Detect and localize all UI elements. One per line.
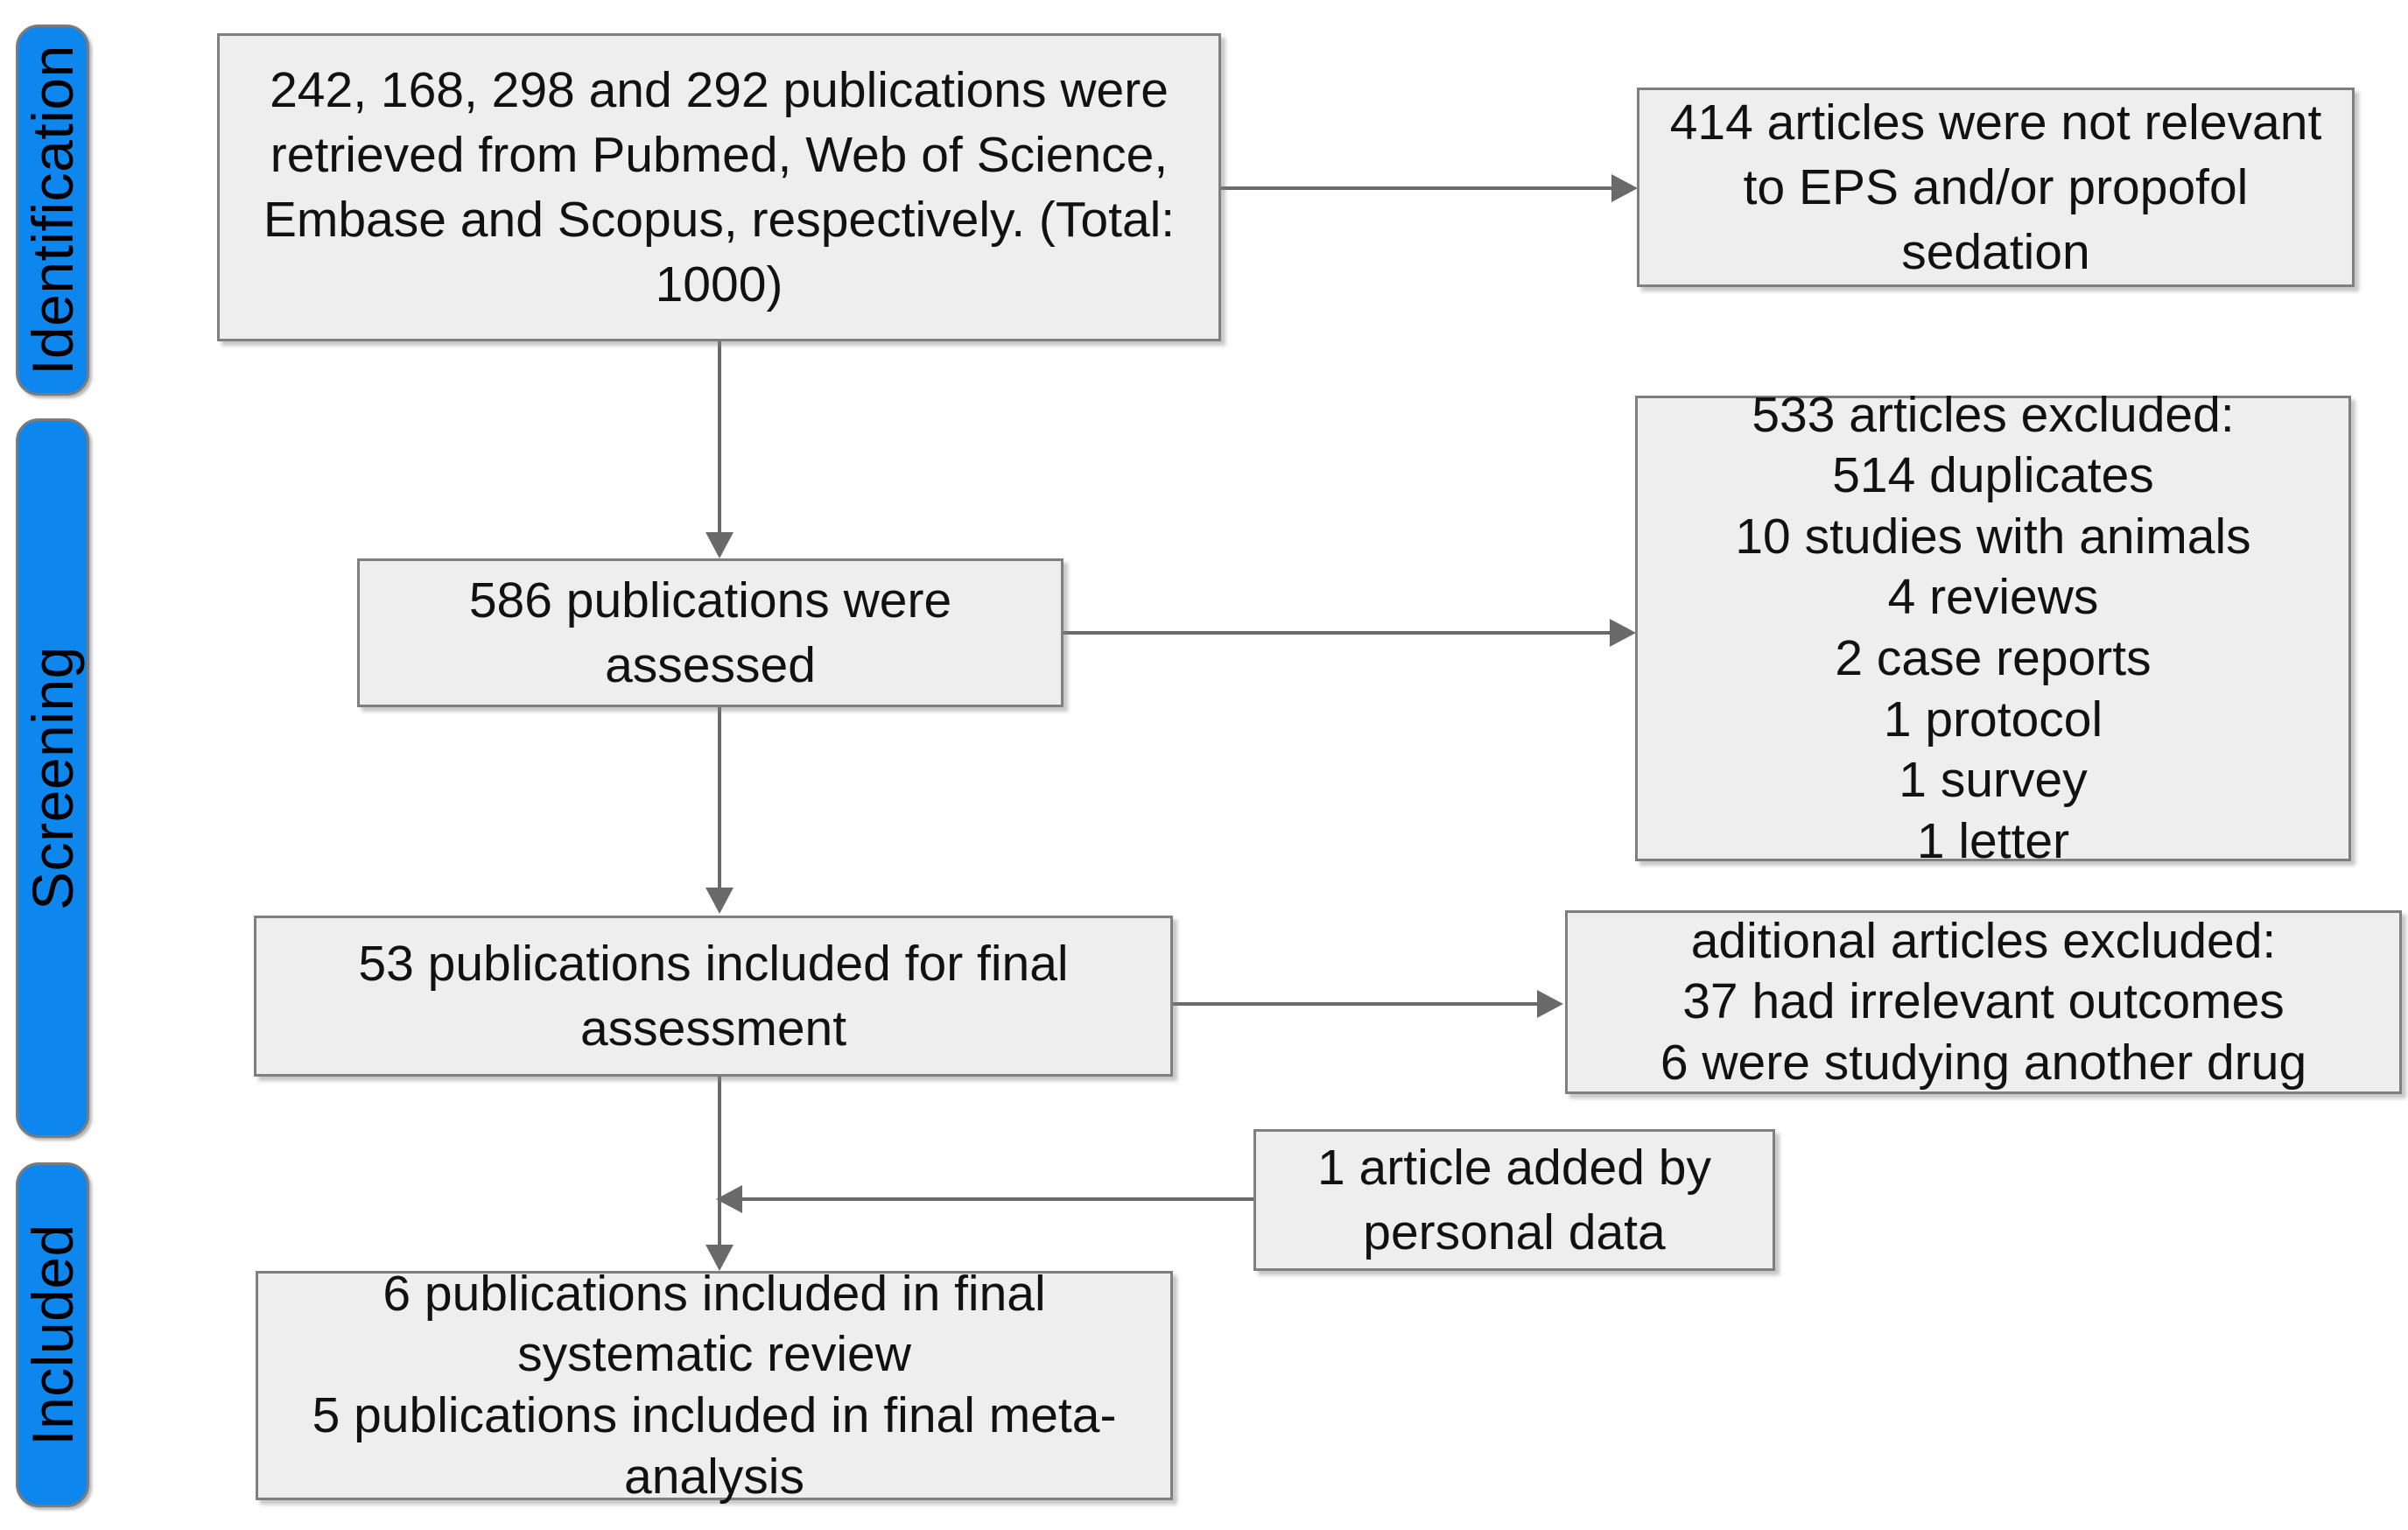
node-added-personal-data-text: 1 article added by personal data: [1317, 1139, 1711, 1260]
connector-final-assessment-to-included: [718, 1077, 721, 1252]
node-included-final-text: 6 publications included in final systema…: [312, 1265, 1117, 1505]
stage-bar-screening: Screening: [16, 418, 89, 1138]
arrowhead-assessed-to-excluded: [1610, 619, 1636, 647]
stage-label-identification: Identification: [20, 45, 86, 375]
stage-bar-identification: Identification: [16, 25, 89, 396]
node-excluded-additional[interactable]: aditional articles excluded: 37 had irre…: [1565, 910, 2402, 1094]
node-included-final[interactable]: 6 publications included in final systema…: [256, 1266, 1173, 1505]
node-assessed-text: 586 publications were assessed: [468, 572, 952, 693]
arrowhead-identified-to-not-relevant: [1611, 174, 1638, 202]
node-assessed[interactable]: 586 publications were assessed: [357, 558, 1064, 707]
connector-identified-to-not-relevant: [1221, 186, 1615, 190]
node-records-identified[interactable]: 242, 168, 298 and 292 publications were …: [217, 33, 1221, 341]
node-excluded-screening[interactable]: 533 articles excluded: 514 duplicates 10…: [1635, 387, 2351, 869]
node-added-personal-data[interactable]: 1 article added by personal data: [1253, 1129, 1775, 1271]
connector-personal-data-to-trunk: [742, 1197, 1253, 1201]
node-records-identified-text: 242, 168, 298 and 292 publications were …: [263, 61, 1176, 313]
stage-label-included: Included: [20, 1224, 85, 1446]
node-excluded-additional-text: aditional articles excluded: 37 had irre…: [1660, 912, 2307, 1091]
connector-final-assessment-to-excluded-additional: [1173, 1002, 1541, 1006]
arrowhead-final-assessment-to-included: [706, 1245, 734, 1271]
arrowhead-assessed-to-final-assessment: [706, 888, 734, 914]
node-final-assessment[interactable]: 53 publications included for final asses…: [254, 916, 1173, 1077]
connector-assessed-to-excluded: [1064, 631, 1613, 635]
connector-identified-to-assessed: [718, 341, 721, 536]
arrowhead-identified-to-assessed: [706, 532, 734, 558]
arrowhead-personal-data-to-trunk: [716, 1185, 742, 1213]
node-excluded-screening-text: 533 articles excluded: 514 duplicates 10…: [1735, 386, 2251, 869]
node-not-relevant-text: 414 articles were not relevant to EPS an…: [1669, 94, 2322, 281]
connector-assessed-to-final-assessment: [718, 707, 721, 893]
arrowhead-final-assessment-to-excluded-additional: [1537, 990, 1563, 1018]
node-not-relevant[interactable]: 414 articles were not relevant to EPS an…: [1637, 88, 2355, 287]
stage-label-screening: Screening: [20, 646, 86, 910]
node-final-assessment-text: 53 publications included for final asses…: [358, 935, 1069, 1056]
stage-bar-included: Included: [16, 1162, 89, 1507]
